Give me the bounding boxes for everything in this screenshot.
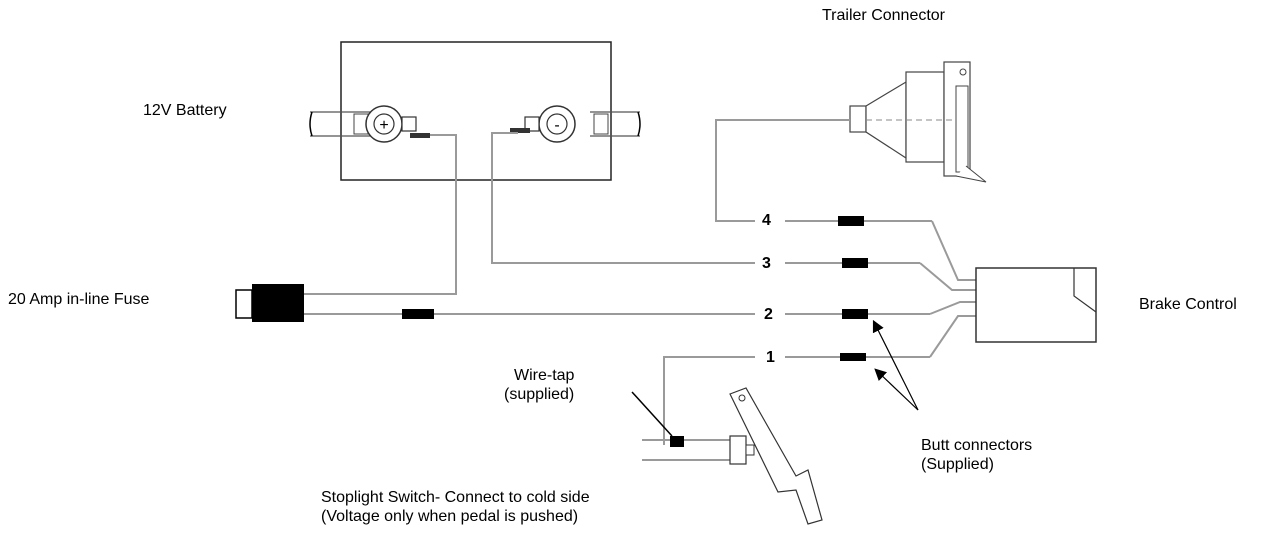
- brake-control-label: Brake Control: [1139, 296, 1237, 313]
- arrow-to-connector-1: [874, 368, 919, 411]
- negative-symbol: -: [554, 117, 559, 134]
- butt-connector-3: [842, 258, 868, 268]
- wire-1: [663, 315, 976, 445]
- wire-number-2: 2: [764, 306, 773, 323]
- wire-tap-sublabel: (supplied): [504, 386, 575, 403]
- wire-number-1: 1: [766, 349, 775, 366]
- battery: [309, 41, 641, 181]
- stoplight-switch-label: Stoplight Switch- Connect to cold side: [321, 489, 590, 506]
- wire-tap-pointer: [631, 391, 673, 437]
- negative-terminal: [510, 105, 576, 143]
- positive-symbol: +: [379, 117, 388, 134]
- butt-connector-4: [838, 216, 864, 226]
- wire-tap-label: Wire-tap: [514, 367, 575, 384]
- stoplight-switch: [642, 435, 755, 465]
- butt-connector-1: [840, 353, 866, 361]
- trailer-connector-label: Trailer Connector: [822, 7, 946, 24]
- arrow-to-connector-2: [872, 319, 919, 411]
- battery-label: 12V Battery: [143, 102, 227, 119]
- butt-connectors-label: Butt connectors: [921, 437, 1033, 454]
- butt-connector-2: [842, 309, 868, 319]
- fuse-label: 20 Amp in-line Fuse: [8, 291, 150, 308]
- fuse: [235, 284, 304, 322]
- butt-connector-fuse-line: [402, 309, 434, 319]
- brake-pedal: [729, 387, 823, 525]
- positive-terminal: [365, 105, 430, 143]
- brake-control: [975, 267, 1097, 343]
- wire-number-4: 4: [762, 212, 771, 229]
- stoplight-switch-sublabel: (Voltage only when pedal is pushed): [321, 508, 579, 525]
- wire-positive: [304, 134, 457, 295]
- wire-number-3: 3: [762, 255, 771, 272]
- trailer-connector: [849, 61, 987, 183]
- butt-connectors-sublabel: (Supplied): [921, 456, 994, 473]
